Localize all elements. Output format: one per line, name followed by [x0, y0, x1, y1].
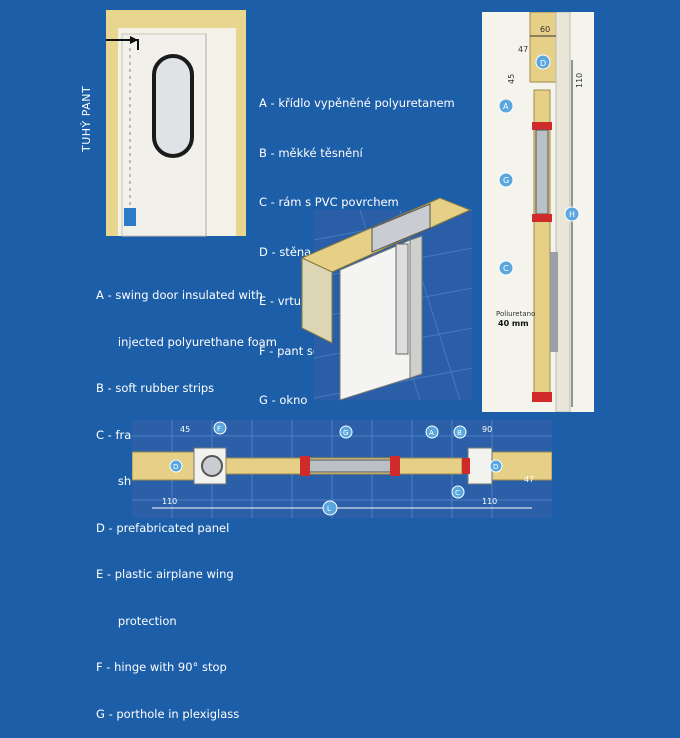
- dim-60-label: 60: [540, 25, 550, 34]
- marker-a-label: A: [429, 429, 434, 437]
- panel-face: [301, 257, 333, 344]
- door-edge: [409, 235, 423, 379]
- marker-l-label: L: [327, 505, 331, 513]
- hinge-icon: [201, 455, 223, 477]
- marker-c-label: C: [455, 489, 460, 497]
- marker-a-label: A: [503, 102, 509, 111]
- marker-a-icon: [425, 425, 439, 439]
- marker-d-right-icon: [489, 459, 503, 473]
- dim-47-label: 47: [518, 45, 528, 54]
- dim-110-label: 110: [575, 73, 584, 88]
- wing-protection: [550, 252, 558, 352]
- frame-3d-view: [300, 197, 473, 401]
- legend-cz-item: G - okno: [259, 393, 308, 407]
- legend-en-item: B - soft rubber strips: [96, 381, 215, 395]
- foam-thickness-label: 40 mm: [498, 319, 529, 328]
- porthole-section: [307, 459, 393, 473]
- dim-90-label: 90: [482, 425, 492, 434]
- arrow-head-icon: [130, 36, 138, 44]
- legend-cz-item: C - rám s PVC povrchem: [259, 195, 399, 209]
- legend-en-item: injected polyurethane foam: [96, 334, 277, 349]
- rubber-strip: [462, 458, 470, 474]
- legend-en-item: G - porthole in plexiglass: [96, 706, 240, 721]
- marker-c-icon: [498, 260, 514, 276]
- dim-110-right-label: 110: [482, 497, 497, 506]
- frame-top-red: [532, 122, 552, 130]
- dim-45-label: 45: [180, 425, 190, 434]
- marker-h-icon: [564, 206, 580, 222]
- red-stop-left: [300, 456, 310, 476]
- marker-g-icon: [339, 425, 353, 439]
- foam-label: Poliuretano: [496, 310, 535, 318]
- ceiling-panel: [529, 12, 557, 83]
- marker-f-label: F: [217, 425, 221, 433]
- door-elevation: [106, 10, 246, 237]
- marker-b-icon: [453, 425, 467, 439]
- porthole: [152, 54, 194, 158]
- legend-cz-item: D - stěna: [259, 244, 312, 259]
- dim-45-label: 45: [507, 74, 516, 84]
- frame-bottom-red: [532, 214, 552, 222]
- legend-en-item: F - hinge with 90° stop: [96, 660, 227, 674]
- legend-en-item: E - plastic airplane wing: [96, 567, 234, 581]
- legend-cz-item: B - měkké těsnění: [259, 145, 363, 160]
- dim-110-left-label: 110: [162, 497, 177, 506]
- marker-g-label: G: [343, 429, 348, 437]
- marker-c-label: C: [503, 264, 509, 273]
- side-label: TUHÝ PANT: [80, 85, 93, 152]
- horizontal-section: 45 90 47 110 110 F G A B D D C L: [132, 420, 552, 518]
- marker-g-label: G: [503, 176, 509, 185]
- legend-cz-item: A - křídlo vypěněné polyuretanem: [259, 96, 455, 110]
- marker-b-label: B: [457, 429, 462, 437]
- vertical-section: 60 47 110 45 Poliuretano 40 mm D A G C H: [482, 12, 594, 412]
- legend-en-item: D - prefabricated panel: [96, 520, 230, 535]
- marker-f-icon: [213, 421, 227, 435]
- hinge-bracket: [124, 208, 136, 226]
- wall-panel-left: [132, 451, 195, 481]
- marker-h-label: H: [569, 210, 575, 219]
- marker-l-icon: [322, 500, 338, 516]
- frame-profile: [371, 203, 431, 253]
- marker-c-icon: [451, 485, 465, 499]
- marker-a-icon: [498, 98, 514, 114]
- frame-right: [467, 447, 493, 485]
- marker-d-icon: [535, 54, 551, 70]
- marker-d-left-label: D: [173, 463, 178, 471]
- porthole-section: [535, 129, 549, 215]
- red-stop-right: [390, 456, 400, 476]
- marker-g-icon: [498, 172, 514, 188]
- marker-d-label: D: [540, 59, 546, 68]
- frame-jamb: [395, 243, 409, 355]
- bottom-stop: [532, 392, 552, 402]
- marker-d-left-icon: [169, 459, 183, 473]
- marker-d-right-label: D: [493, 463, 498, 471]
- legend-czech: A - křídlo vypěněné polyuretanem B - měk…: [259, 62, 455, 425]
- legend-en-item: protection: [96, 613, 177, 628]
- dim-47-label: 47: [524, 475, 534, 484]
- legend-en-item: A - swing door insulated with: [96, 288, 263, 302]
